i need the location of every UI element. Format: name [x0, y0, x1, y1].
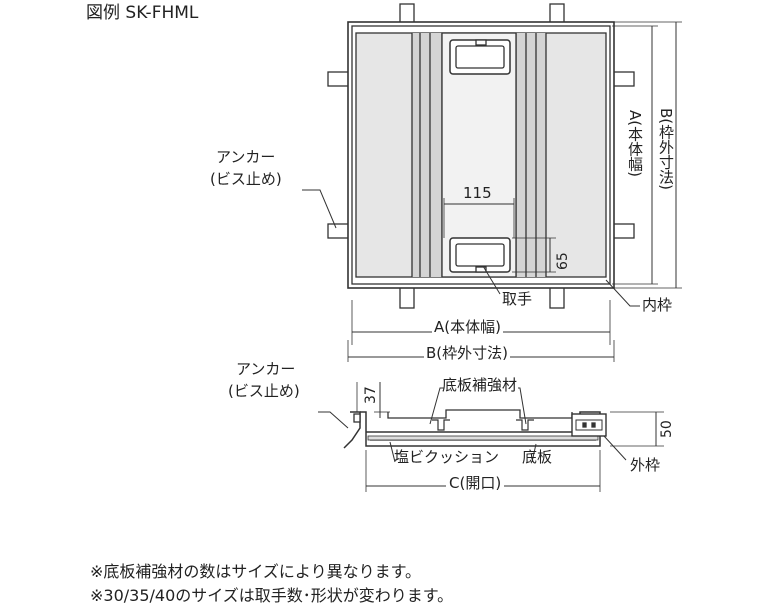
- figure-title: 図例 SK-FHML: [86, 3, 199, 23]
- anchor-tab-right-top: [611, 71, 635, 87]
- section-reinforcement: [432, 419, 450, 431]
- stripe-right: [516, 33, 546, 277]
- inner-frame-label: 内枠: [642, 296, 673, 314]
- anchor-tab-left-bottom: [327, 223, 351, 239]
- stripe-left: [412, 33, 442, 277]
- dim-b-vertical-label: B(枠外寸法): [657, 108, 675, 190]
- section-anchor-label-line2: (ビス止め): [228, 382, 300, 400]
- handle-depth-label: 65: [555, 252, 571, 270]
- note-reinforcement-count: ※底板補強材の数はサイズにより異なります。: [90, 562, 422, 581]
- section-handle: [571, 413, 607, 437]
- note-handle-shape: ※30/35/40のサイズは取手数･形状が変わります。: [90, 586, 454, 605]
- section-dim-50: 50: [659, 420, 675, 438]
- dim-a-vertical-label: A(本体幅): [626, 110, 644, 177]
- section-anchor-label-line1: アンカー: [236, 360, 296, 378]
- dim-b-horizontal-label: B(枠外寸法): [424, 344, 510, 362]
- section-outer-frame: [360, 411, 601, 447]
- dim-a-horizontal-label: A(本体幅): [432, 318, 503, 336]
- handle-label: 取手: [502, 290, 533, 308]
- top-anchor-label-line1: アンカー: [216, 148, 276, 166]
- bottom-plate-label: 底板: [522, 448, 553, 466]
- anchor-tab-right-bottom: [611, 223, 635, 239]
- section-cushion: [367, 435, 599, 441]
- section-view: [318, 382, 664, 492]
- section-dim-37: 37: [363, 386, 379, 404]
- outer-frame-label: 外枠: [630, 456, 661, 474]
- top-view: [302, 3, 682, 362]
- anchor-tab-bottom-right: [549, 285, 565, 309]
- cushion-label: 塩ビクッション: [394, 448, 500, 466]
- reinforcement-label: 底板補強材: [442, 376, 518, 394]
- dim-c-label: C(開口): [446, 474, 505, 492]
- top-anchor-label-line2: (ビス止め): [210, 170, 282, 188]
- handle-width-label: 115: [463, 184, 492, 202]
- anchor-tab-left-top: [327, 71, 351, 87]
- anchor-tab-bottom-left: [399, 285, 415, 309]
